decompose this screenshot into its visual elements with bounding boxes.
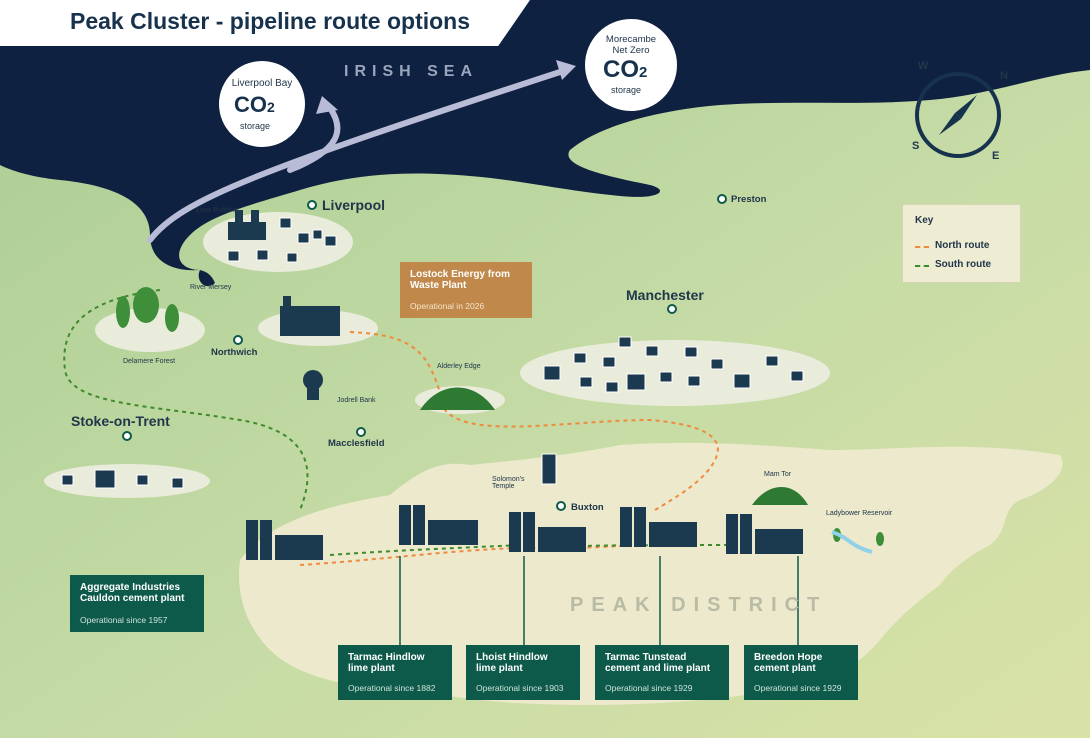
plant-callout-lhoist-hindlow: Lhoist Hindlow lime plant Operational si… <box>466 645 580 700</box>
compass-s: S <box>912 140 920 152</box>
pin-macclesfield <box>356 427 366 437</box>
pin-manchester <box>667 304 677 314</box>
plants <box>246 505 803 560</box>
key-north-swatch <box>915 246 929 248</box>
label-buxton: Buxton <box>571 502 604 513</box>
morecambe-co2: CO2 <box>603 56 647 84</box>
pipeline-to-liverpool-bay <box>287 105 341 173</box>
peak-district-label: PEAK DISTRICT <box>570 594 828 616</box>
plant-status: Operational since 1903 <box>476 683 564 693</box>
liverpool-bay-name: Liverpool Bay <box>231 78 293 89</box>
manchester-blob <box>520 340 830 406</box>
compass-icon <box>915 72 1001 158</box>
key-north-label: North route <box>935 240 990 251</box>
title-banner: Peak Cluster - pipeline route options <box>0 0 530 46</box>
reservoir <box>831 530 873 554</box>
map-title: Peak Cluster - pipeline route options <box>70 8 471 34</box>
plant-name: Tarmac Hindlow lime plant <box>348 652 425 674</box>
label-liverpool: Liverpool <box>322 197 386 213</box>
pin-preston <box>717 194 727 204</box>
pipeline-to-morecambe <box>147 69 563 243</box>
lostock-plant-icon <box>280 296 340 336</box>
plant-callout-cauldon: Aggregate Industries Cauldon cement plan… <box>70 575 204 632</box>
north-route <box>299 331 719 566</box>
pin-northwich <box>233 335 243 345</box>
liverpool-bay-co2: CO2 <box>234 92 275 118</box>
map-key: Key North route South route <box>902 204 1021 283</box>
plant-icon <box>620 507 697 547</box>
liverpool-bay-storage-circle <box>219 61 305 147</box>
plant-icon <box>399 505 478 545</box>
plant-status: Operational since 1929 <box>754 683 842 693</box>
label-northwich: Northwich <box>211 347 258 358</box>
jodrell-bank-icon <box>303 370 323 400</box>
morecambe-arrow <box>556 60 576 80</box>
label-river-mersey: River Mersey <box>190 284 232 291</box>
label-macclesfield: Macclesfield <box>328 438 385 449</box>
plant-status: Operational since 1929 <box>605 683 693 693</box>
label-manchester: Manchester <box>626 287 704 303</box>
label-ladybower: Ladybower Reservoir <box>826 510 893 517</box>
plant-status: Operational since 1957 <box>80 615 168 625</box>
plant-icon <box>509 512 586 552</box>
pin-stoke <box>122 431 132 441</box>
stoke-blob <box>44 464 210 498</box>
morecambe-name-line2: Net Zero <box>612 45 650 56</box>
label-stoke: Stoke-on-Trent <box>71 413 170 429</box>
peak-district-area <box>239 442 1063 705</box>
plant-callout-breedon-hope: Breedon Hope cement plant Operational si… <box>744 645 858 700</box>
morecambe-storage-label: storage <box>611 85 642 95</box>
lostock-status: Operational in 2026 <box>410 301 485 311</box>
lostock-callout: Lostock Energy from Waste Plant Operatio… <box>400 262 532 318</box>
key-south-swatch <box>915 265 929 267</box>
label-liver-building: Liver Building <box>196 207 239 214</box>
location-pins <box>122 194 727 511</box>
co2-subscript: 2 <box>267 99 275 115</box>
morecambe-name-line1: Morecambe <box>605 34 657 45</box>
label-delamere-forest: Delamere Forest <box>123 358 176 365</box>
plant-callout-tarmac-tunstead: Tarmac Tunstead cement and lime plant Op… <box>595 645 729 700</box>
plant-callout-tarmac-hindlow: Tarmac Hindlow lime plant Operational si… <box>338 645 452 700</box>
label-solomons-temple: Solomon's Temple <box>492 476 525 490</box>
compass-e: E <box>992 150 1000 162</box>
key-title: Key <box>915 215 934 226</box>
plant-name: Breedon Hope cement plant <box>754 652 823 674</box>
plant-status: Operational since 1882 <box>348 683 436 693</box>
callout-stems <box>399 556 799 645</box>
compass-n: N <box>1000 70 1008 82</box>
plant-name: Lhoist Hindlow lime plant <box>476 652 548 674</box>
morecambe-storage-circle <box>585 19 677 111</box>
pin-buxton <box>556 501 566 511</box>
plant-name: Aggregate Industries Cauldon cement plan… <box>80 582 185 604</box>
co2-subscript: 2 <box>639 64 648 81</box>
hills <box>420 387 808 505</box>
label-jodrell-bank: Jodrell Bank <box>337 397 376 404</box>
mersey-inlet <box>198 270 215 287</box>
label-mam-tor: Mam Tor <box>764 471 792 478</box>
houses <box>61 217 804 489</box>
compass-w: W <box>918 60 929 72</box>
plant-icon <box>726 514 803 554</box>
liver-building-icon <box>228 210 266 240</box>
lostock-name: Lostock Energy from Waste Plant <box>410 269 511 291</box>
pin-liverpool <box>307 200 317 210</box>
plant-name: Tarmac Tunstead cement and lime plant <box>605 652 711 674</box>
liverpool-bay-storage-label: storage <box>240 121 271 131</box>
key-south-label: South route <box>935 259 992 270</box>
plant-icon <box>246 520 323 560</box>
label-preston: Preston <box>731 194 767 205</box>
label-alderley-edge: Alderley Edge <box>437 363 481 370</box>
co2-main: CO <box>603 56 639 83</box>
irish-sea-label: IRISH SEA <box>344 63 479 80</box>
trees <box>116 287 884 546</box>
liverpool-bay-arrow <box>316 96 338 114</box>
co2-main: CO <box>234 92 267 117</box>
